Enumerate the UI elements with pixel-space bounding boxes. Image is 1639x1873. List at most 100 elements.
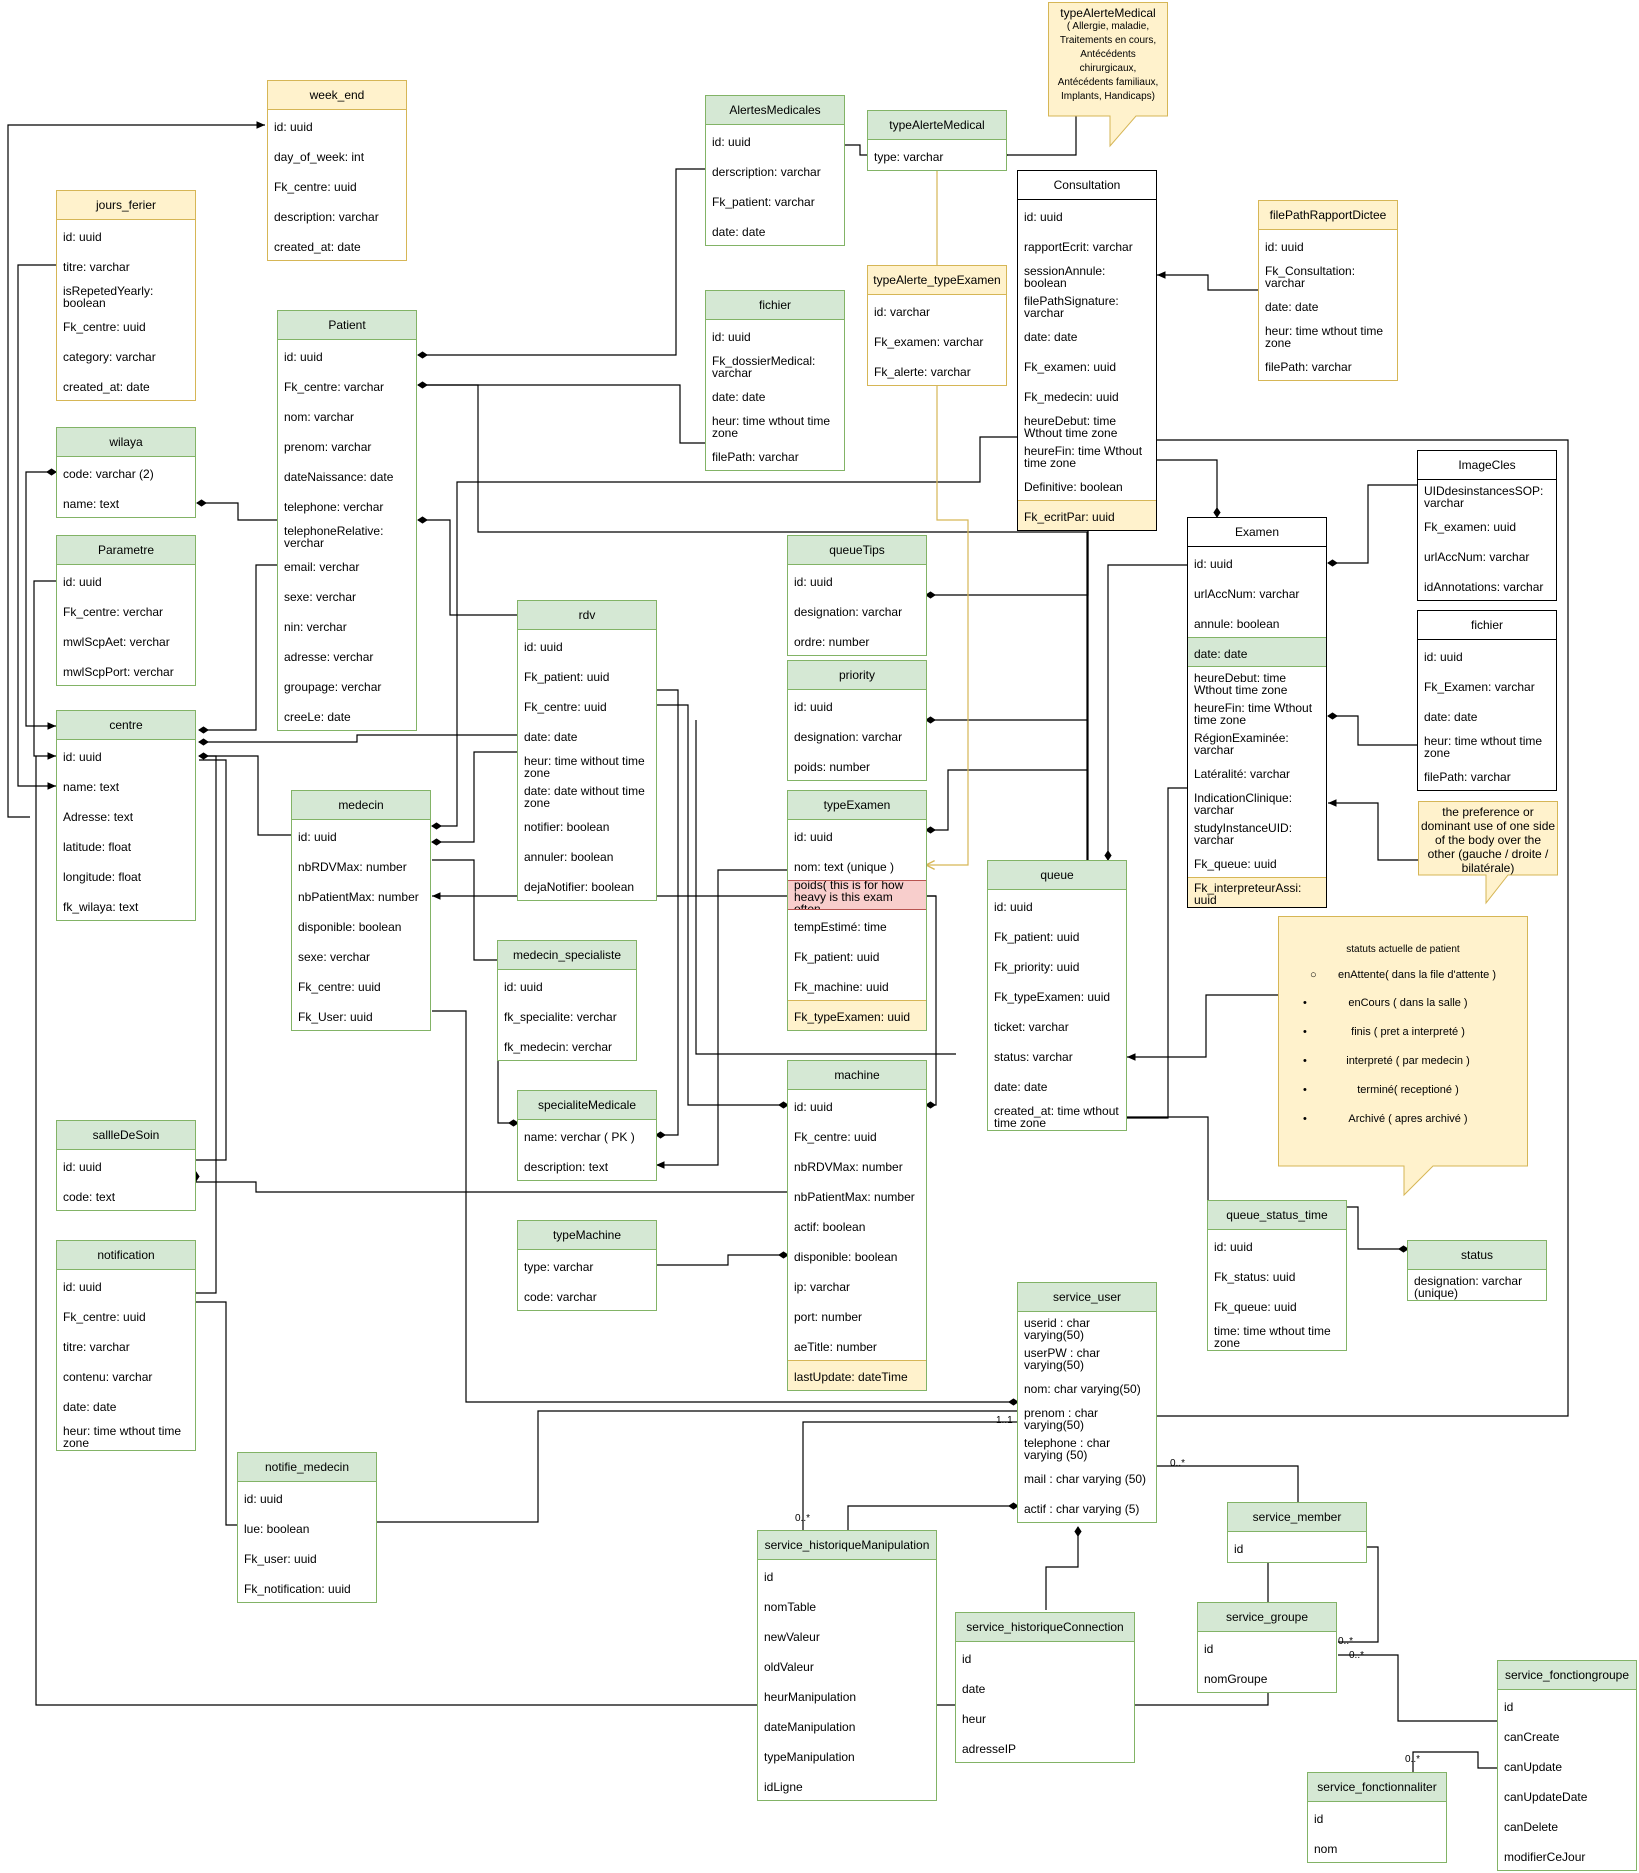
- table-field: nomGroupe: [1204, 1671, 1268, 1686]
- table-title: machine: [788, 1061, 926, 1090]
- link-examen-queue: [1104, 564, 1188, 861]
- link-machine-salle: [192, 1171, 788, 1193]
- link-member-groupe: [1338, 1546, 1379, 1643]
- table-field: heurManipulation: [764, 1689, 857, 1704]
- table-field: sessionAnnule: boolean: [1024, 263, 1106, 290]
- table-field: dateManipulation: [764, 1719, 856, 1734]
- statut-item: •interpreté ( par medecin ): [1303, 1055, 1470, 1067]
- table-title: medecin_specialiste: [498, 941, 636, 970]
- table-field: port: number: [794, 1309, 863, 1324]
- table-field: canUpdate: [1504, 1759, 1563, 1774]
- link-patient-centre: [198, 564, 278, 734]
- table-field: Fk_centre: uuid: [63, 1309, 146, 1324]
- table-field: lastUpdate: dateTime: [788, 1360, 926, 1390]
- table-field: annule: boolean: [1194, 616, 1280, 631]
- table-field: sexe: verchar: [298, 949, 371, 964]
- link-user-manip: [802, 1421, 1018, 1531]
- table-field: Fk_alerte: varchar: [874, 364, 971, 379]
- table-field: disponible: boolean: [794, 1249, 898, 1264]
- link-patient-typeExamen: [418, 384, 1088, 865]
- table-title: Patient: [278, 311, 416, 340]
- table-field: Fk_interpreteurAssi: uuid: [1188, 877, 1326, 907]
- table-field: heur: time wthout time zone: [1424, 733, 1543, 760]
- table-field: Fk_centre: uuid: [794, 1129, 877, 1144]
- table-field: newValeur: [764, 1629, 820, 1644]
- table-field: heureDebut: time Wthout time zone: [1194, 670, 1288, 697]
- bullet-icon: •: [1303, 997, 1307, 1009]
- table-field: id: uuid: [244, 1491, 283, 1506]
- table-field: mail : char varying (50): [1024, 1471, 1147, 1486]
- multiplicity-label: 1..1: [996, 1415, 1013, 1426]
- table-field: Fk_centre: uuid: [274, 179, 357, 194]
- table-field: typeManipulation: [764, 1749, 855, 1764]
- table-field: ordre: number: [794, 634, 870, 649]
- table-field: dejaNotifier: boolean: [524, 879, 635, 894]
- table-title: sallleDeSoin: [57, 1121, 195, 1150]
- table-field: id: uuid: [63, 749, 102, 764]
- table-field: mwlScpPort: verchar: [63, 664, 174, 679]
- table-title: medecin: [292, 791, 430, 820]
- link-medecin-spec: [432, 859, 510, 961]
- link-queue-status-time: [1127, 1116, 1209, 1200]
- table-title: typeMachine: [518, 1221, 656, 1250]
- table-title: service_fonctionnaliter: [1308, 1773, 1446, 1802]
- table-field: email: verchar: [284, 559, 360, 574]
- table-field: canCreate: [1504, 1729, 1560, 1744]
- table-field: day_of_week: int: [274, 149, 365, 164]
- table-field: Fk_typeExamen: uuid: [788, 1000, 926, 1030]
- note-statuts-title: statuts actuelle de patient: [1346, 944, 1460, 955]
- table-field: id: uuid: [63, 229, 102, 244]
- table-title: week_end: [268, 81, 406, 110]
- table-title: notifie_medecin: [238, 1453, 376, 1482]
- link-note-examen: [1328, 799, 1418, 861]
- table-title: queueTips: [788, 536, 926, 565]
- link-queue-examen: [1127, 787, 1188, 1119]
- table-title: wilaya: [57, 428, 195, 457]
- table-title: service_member: [1228, 1503, 1366, 1532]
- table-field: name: verchar ( PK ): [524, 1129, 635, 1144]
- link-centre-notification: [196, 755, 217, 1294]
- table-field: adresseIP: [962, 1741, 1017, 1756]
- table-field: date: date: [524, 729, 578, 744]
- table-field: heur: [962, 1711, 987, 1726]
- table-field: modifierCeJour: [1504, 1849, 1586, 1864]
- table-field: id: uuid: [1424, 649, 1463, 664]
